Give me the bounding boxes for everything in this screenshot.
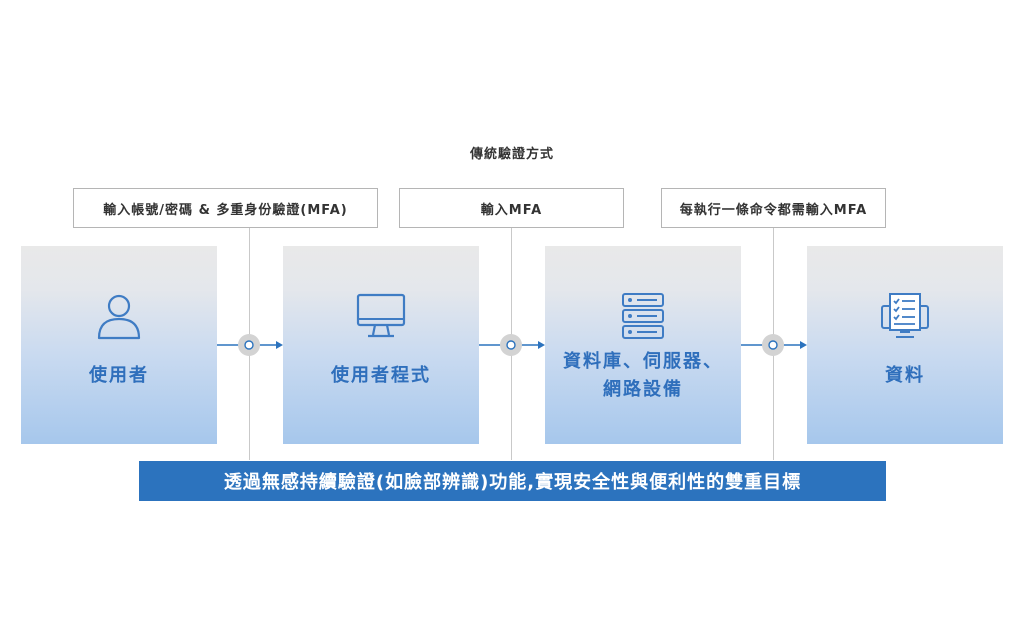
card-data: 資料 — [807, 246, 1003, 444]
document-icon — [880, 292, 930, 340]
arrow-connector-2 — [479, 334, 545, 356]
card-user-program: 使用者程式 — [283, 246, 479, 444]
label-box-login-mfa: 輸入帳號/密碼 & 多重身份驗證(MFA) — [73, 188, 378, 228]
card-label-line-2: 網路設備 — [603, 379, 683, 400]
card-label-data: 資料 — [885, 365, 925, 386]
card-database-server: 資料庫、伺服器、 網路設備 — [545, 246, 741, 444]
card-label-line-1: 資料庫、伺服器、 — [563, 351, 723, 372]
card-label-user: 使用者 — [89, 365, 149, 386]
label-box-every-command-mfa: 每執行一條命令都需輸入MFA — [661, 188, 886, 228]
card-user: 使用者 — [21, 246, 217, 444]
arrow-connector-1 — [217, 334, 283, 356]
label-box-mfa: 輸入MFA — [399, 188, 624, 228]
diagram-title: 傳統驗證方式 — [469, 147, 554, 162]
bottom-banner: 透過無感持續驗證(如臉部辨識)功能,實現安全性與便利性的雙重目標 — [139, 461, 886, 501]
card-label-user-program: 使用者程式 — [331, 365, 431, 386]
card-label-database-server: 資料庫、伺服器、 網路設備 — [563, 348, 723, 404]
server-icon — [621, 292, 665, 340]
arrow-connector-3 — [741, 334, 807, 356]
user-icon — [97, 292, 141, 340]
monitor-icon — [356, 292, 406, 340]
